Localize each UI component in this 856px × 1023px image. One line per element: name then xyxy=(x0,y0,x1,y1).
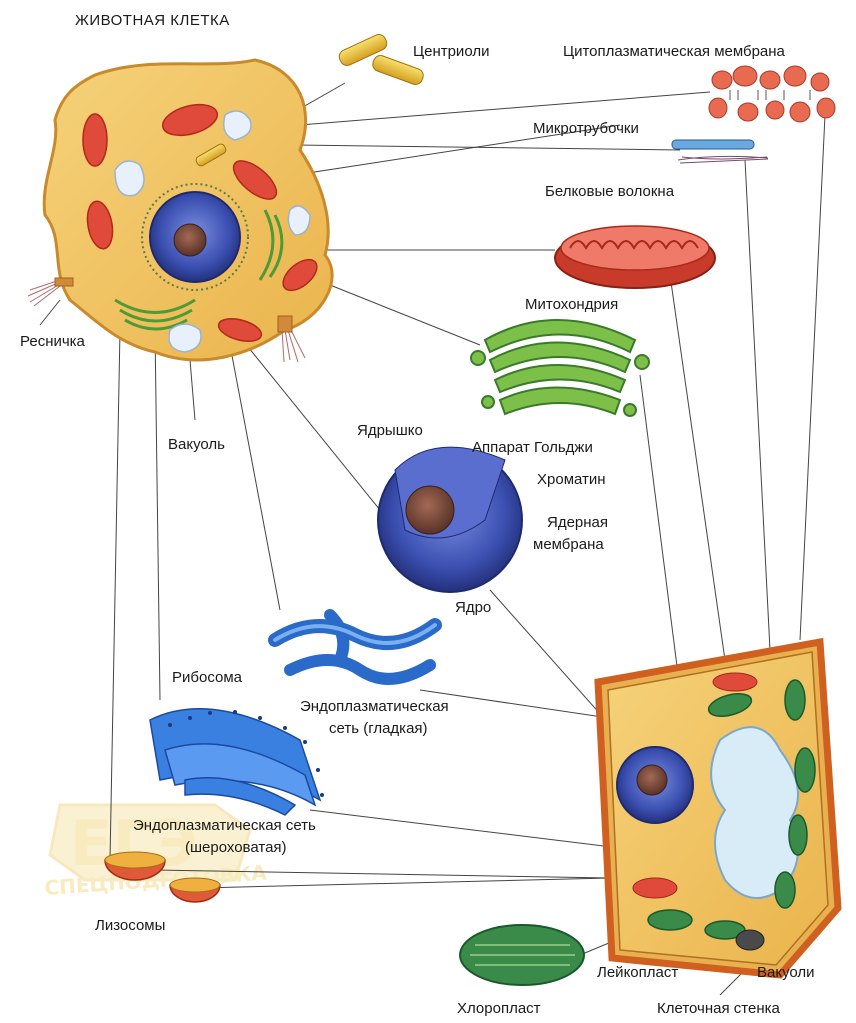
nucleus-illustration xyxy=(377,446,523,593)
label-ribosome: Рибосома xyxy=(172,669,243,686)
label-mitochondrion: Митохондрия xyxy=(525,296,618,313)
animal-cell xyxy=(27,58,334,363)
label-microtubules: Микротрубочки xyxy=(533,120,639,137)
plant-nucleolus xyxy=(636,764,668,796)
protein-fibers-illustration xyxy=(677,155,769,164)
label-er-rough-line1: Эндоплазматическая сеть xyxy=(133,817,316,834)
er-rough-illustration xyxy=(149,708,324,816)
label-centrioles: Центриоли xyxy=(413,43,489,60)
label-vacuoles: Вакуоли xyxy=(757,964,815,981)
animal-vacuoles xyxy=(114,110,311,353)
label-er-smooth-line2: сеть (гладкая) xyxy=(329,720,428,737)
label-cell-wall: Клеточная стенка xyxy=(657,1000,780,1017)
animal-golgi xyxy=(114,209,284,331)
plant-leucoplast xyxy=(735,929,765,951)
label-lysosomes: Лизосомы xyxy=(95,917,165,934)
animal-centriole xyxy=(195,143,227,167)
plant-chloroplasts xyxy=(647,679,816,940)
label-chloroplast: Хлоропласт xyxy=(457,1000,541,1017)
label-leucoplast: Лейкопласт xyxy=(597,964,678,981)
label-cilium: Ресничка xyxy=(20,333,86,350)
labels: ЖИВОТНАЯ КЛЕТКА Центриоли Цитоплазматиче… xyxy=(20,12,815,1017)
membrane-illustration xyxy=(708,65,836,123)
animal-nucleolus xyxy=(173,223,207,257)
label-protein-fibers: Белковые волокна xyxy=(545,183,675,200)
chloroplast-illustration xyxy=(459,924,585,986)
label-nucleolus: Ядрышко xyxy=(357,422,423,439)
label-vacuole: Вакуоль xyxy=(168,436,225,453)
mitochondrion-illustration xyxy=(554,225,716,289)
label-er-rough-line2: (шероховатая) xyxy=(185,839,287,856)
title-animal-cell: ЖИВОТНАЯ КЛЕТКА xyxy=(75,12,230,29)
connector-lines xyxy=(39,82,826,996)
label-cytoplasmic-membrane: Цитоплазматическая мембрана xyxy=(563,43,786,60)
plant-mitochondria xyxy=(632,672,758,899)
plant-cell xyxy=(594,637,842,979)
er-smooth-illustration xyxy=(268,609,442,685)
label-nuclear-membrane-line1: Ядерная xyxy=(547,514,608,531)
label-chromatin: Хроматин xyxy=(537,471,606,488)
cilium-left xyxy=(27,277,74,307)
golgi-illustration xyxy=(470,319,650,417)
cilium-bottom xyxy=(277,315,306,363)
label-er-smooth-line1: Эндоплазматическая xyxy=(300,698,449,715)
label-nuclear-membrane-line2: мембрана xyxy=(533,536,604,553)
label-golgi: Аппарат Гольджи xyxy=(472,439,593,456)
centrioles-illustration xyxy=(338,33,424,85)
animal-mitochondria xyxy=(82,103,318,342)
label-nucleus: Ядро xyxy=(455,599,491,616)
microtubule-illustration xyxy=(671,139,755,150)
lysosomes-illustration xyxy=(104,851,221,903)
